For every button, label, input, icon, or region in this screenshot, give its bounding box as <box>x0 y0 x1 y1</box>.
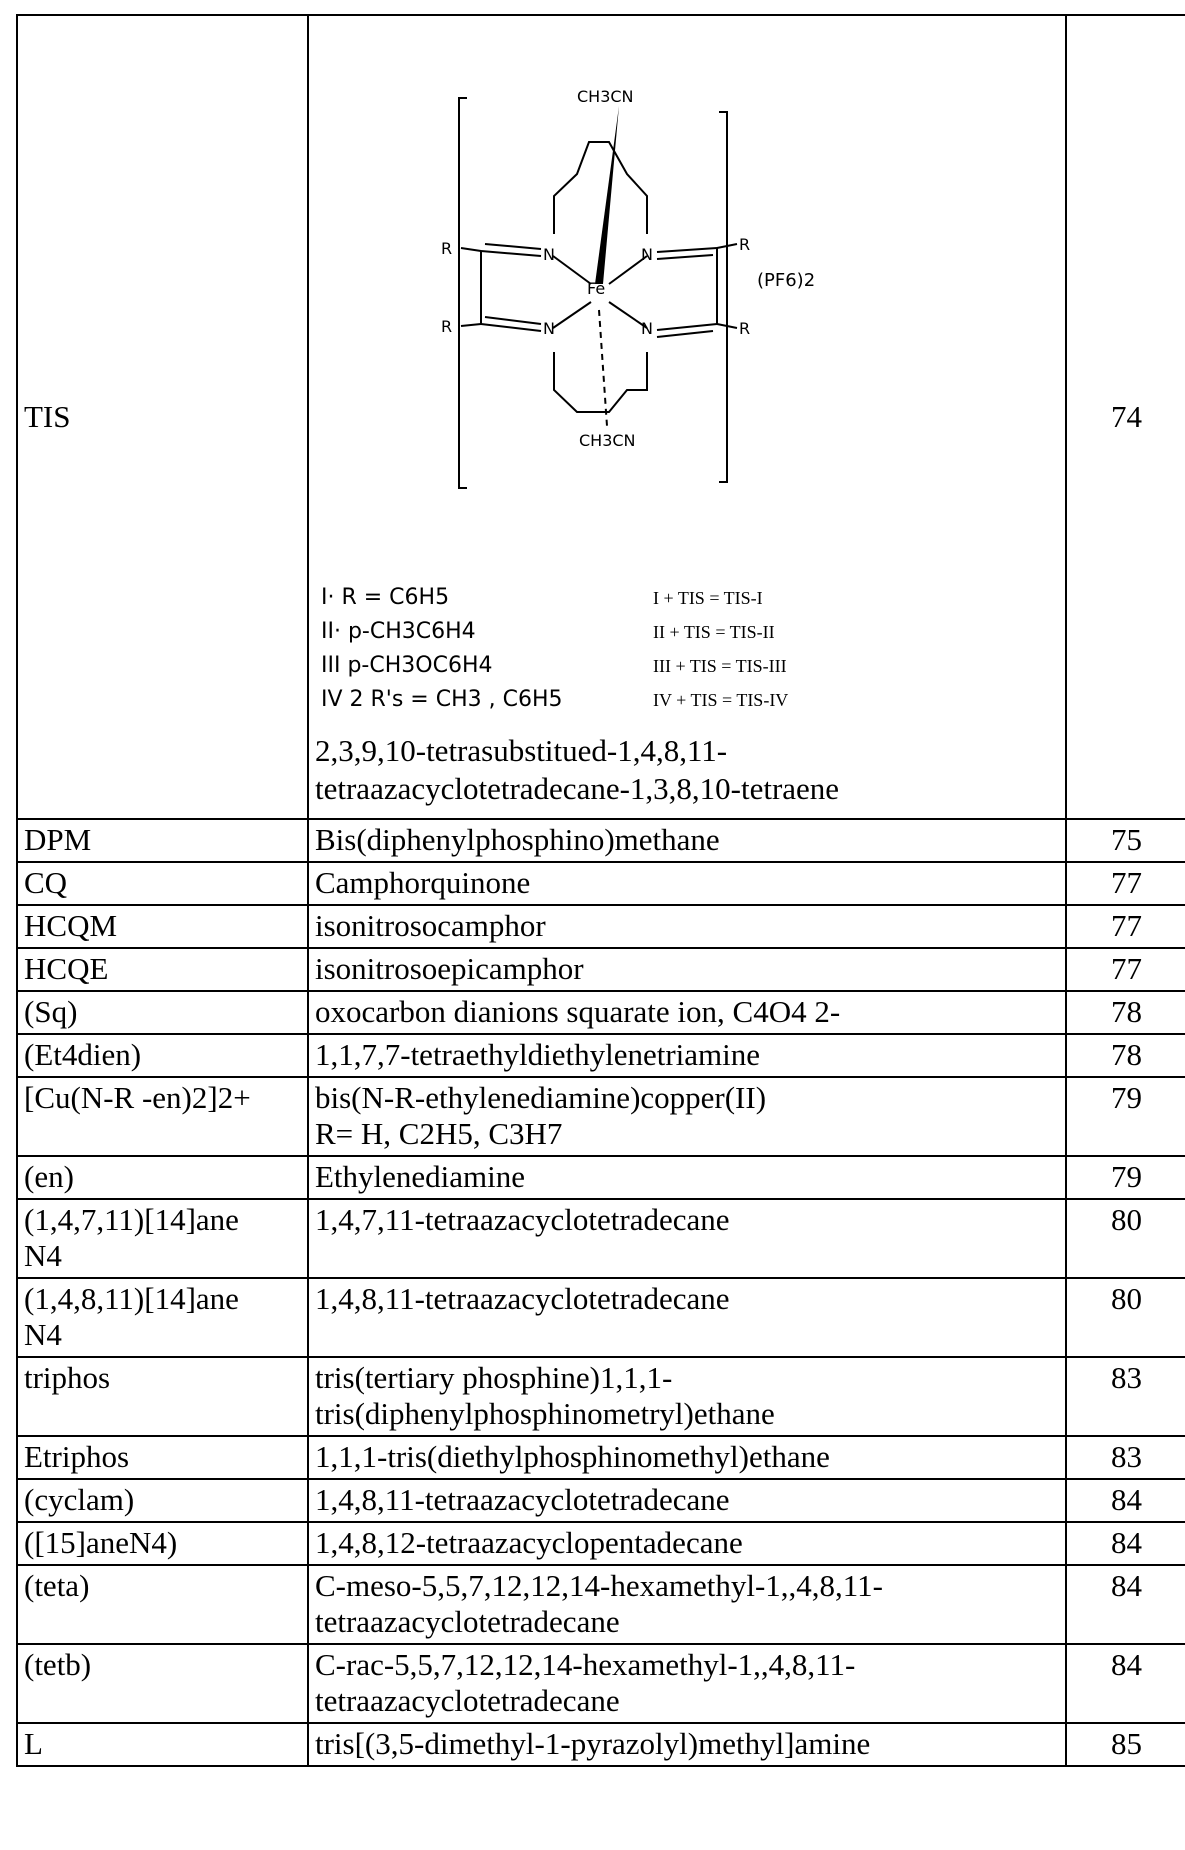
top-ligand-label: CH3CN <box>577 87 634 106</box>
name-cell: tris(tertiary phosphine)1,1,1-tris(diphe… <box>307 1356 1067 1437</box>
ref-cell: 84 <box>1065 1478 1185 1523</box>
metal-label: Fe <box>587 279 605 298</box>
abbr-cell: (tetb) <box>16 1643 309 1724</box>
ref-cell: 78 <box>1065 990 1185 1035</box>
ref-cell: 79 <box>1065 1155 1185 1200</box>
name-cell: Camphorquinone <box>307 861 1067 906</box>
name-cell: isonitrosocamphor <box>307 904 1067 949</box>
abbr-cell: HCQM <box>16 904 309 949</box>
abbr-cell: TIS <box>16 14 309 820</box>
table-row: (tetb)C-rac-5,5,7,12,12,14-hexamethyl-1,… <box>16 1643 1185 1724</box>
name-cell: Bis(diphenylphosphino)methane <box>307 818 1067 863</box>
name-cell: C-meso-5,5,7,12,12,14-hexamethyl-1,,4,8,… <box>307 1564 1067 1645</box>
abbr-cell: (teta) <box>16 1564 309 1645</box>
ref-cell: 80 <box>1065 1198 1185 1279</box>
name-cell: 1,4,8,11-tetraazacyclotetradecane <box>307 1478 1067 1523</box>
abbr-cell: (cyclam) <box>16 1478 309 1523</box>
abbr-cell: HCQE <box>16 947 309 992</box>
table-row: ([15]aneN4)1,4,8,12-tetraazacyclopentade… <box>16 1521 1185 1566</box>
name-cell: 1,1,1-tris(diethylphosphinomethyl)ethane <box>307 1435 1067 1480</box>
name-cell: C-rac-5,5,7,12,12,14-hexamethyl-1,,4,8,1… <box>307 1643 1067 1724</box>
svg-text:N: N <box>641 245 653 264</box>
name-cell: 1,4,8,11-tetraazacyclotetradecane <box>307 1277 1067 1358</box>
ref-cell: 77 <box>1065 947 1185 992</box>
table-row: (Et4dien)1,1,7,7-tetraethyldiethylenetri… <box>16 1033 1185 1078</box>
ref-cell: 83 <box>1065 1435 1185 1480</box>
abbr-cell: [Cu(N-R -en)2]2+ <box>16 1076 309 1157</box>
table-row: (teta)C-meso-5,5,7,12,12,14-hexamethyl-1… <box>16 1564 1185 1645</box>
ref-cell: 80 <box>1065 1277 1185 1358</box>
abbr-cell: DPM <box>16 818 309 863</box>
name-cell: 1,4,8,12-tetraazacyclopentadecane <box>307 1521 1067 1566</box>
tis-full-name: 2,3,9,10-tetrasubstitued-1,4,8,11- tetra… <box>315 733 840 806</box>
ref-cell: 85 <box>1065 1722 1185 1767</box>
ref-cell: 78 <box>1065 1033 1185 1078</box>
ref-cell: 79 <box>1065 1076 1185 1157</box>
name-cell: bis(N-R-ethylenediamine)copper(II)R= H, … <box>307 1076 1067 1157</box>
abbr-cell: (Et4dien) <box>16 1033 309 1078</box>
counter-ion-label: (PF6)2 <box>757 270 815 291</box>
bracket-right <box>719 111 728 483</box>
ref-cell: 84 <box>1065 1521 1185 1566</box>
ref-cell: 74 <box>1065 14 1185 820</box>
name-cell: 1,1,7,7-tetraethyldiethylenetriamine <box>307 1033 1067 1078</box>
abbr-cell: (en) <box>16 1155 309 1200</box>
r-label-upper-right: R <box>739 235 750 254</box>
r-label-upper-left: R <box>441 239 452 258</box>
bracket-left <box>458 97 467 489</box>
ref-cell: 84 <box>1065 1643 1185 1724</box>
abbr-cell: ([15]aneN4) <box>16 1521 309 1566</box>
table-row: (Sq)oxocarbon dianions squarate ion, C4O… <box>16 990 1185 1035</box>
svg-text:N: N <box>543 245 555 264</box>
svg-text:N: N <box>543 319 555 338</box>
structure-cell: CH3CN CH3CN Fe N N N N R R R R (PF6)2 <box>307 14 1067 820</box>
svg-text:N: N <box>641 319 653 338</box>
abbr-cell: CQ <box>16 861 309 906</box>
name-cell: Ethylenediamine <box>307 1155 1067 1200</box>
abbr-cell: Etriphos <box>16 1435 309 1480</box>
table-row: [Cu(N-R -en)2]2+bis(N-R-ethylenediamine)… <box>16 1076 1185 1157</box>
abbr-cell: L <box>16 1722 309 1767</box>
name-cell: isonitrosoepicamphor <box>307 947 1067 992</box>
r-label-lower-left: R <box>441 317 452 336</box>
name-cell: oxocarbon dianions squarate ion, C4O4 2- <box>307 990 1067 1035</box>
ref-cell: 84 <box>1065 1564 1185 1645</box>
abbreviation-table: TIS <box>16 14 1185 1767</box>
abbr-cell: triphos <box>16 1356 309 1437</box>
tis-structure-diagram: CH3CN CH3CN Fe N N N N R R R R (PF6)2 <box>441 87 815 489</box>
ref-cell: 77 <box>1065 861 1185 906</box>
name-cell: tris[(3,5-dimethyl-1-pyrazolyl)methyl]am… <box>307 1722 1067 1767</box>
abbr-cell: (Sq) <box>16 990 309 1035</box>
name-cell: 1,4,7,11-tetraazacyclotetradecane <box>307 1198 1067 1279</box>
r-label-lower-right: R <box>739 319 750 338</box>
table-row: (cyclam)1,4,8,11-tetraazacyclotetradecan… <box>16 1478 1185 1523</box>
ref-cell: 75 <box>1065 818 1185 863</box>
ref-cell: 77 <box>1065 904 1185 949</box>
bottom-ligand-label: CH3CN <box>579 431 636 450</box>
ref-cell: 83 <box>1065 1356 1185 1437</box>
table-row-tis: TIS <box>16 14 1185 820</box>
